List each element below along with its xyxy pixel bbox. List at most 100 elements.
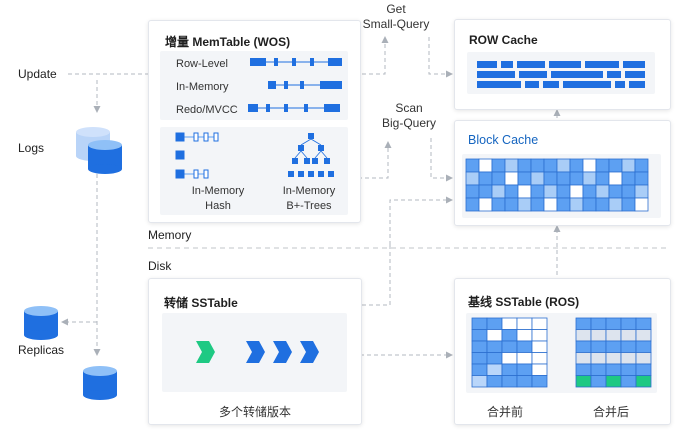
connector-arrow	[430, 138, 453, 182]
sstable-block	[590, 317, 607, 330]
cylinder-base	[88, 164, 122, 174]
sstable-block	[531, 317, 548, 330]
cache-block	[569, 197, 584, 212]
sstable-block	[590, 375, 607, 388]
after-merge-label: 合并后	[592, 405, 629, 419]
cache-block	[621, 184, 636, 199]
tree-node	[328, 171, 334, 177]
sstable-block	[486, 329, 503, 342]
dump-sstable-box	[162, 313, 347, 392]
cache-block	[556, 184, 571, 199]
sstable-block	[590, 340, 607, 353]
tree-edge	[294, 150, 302, 159]
get-query-label: Get Small-Query	[360, 2, 432, 32]
scan-label-line2: Big-Query	[381, 116, 437, 130]
row-cache-entry	[543, 81, 559, 88]
sstable-block	[516, 375, 533, 388]
sstable-block	[605, 352, 622, 365]
sstable-block	[635, 329, 652, 342]
chain-node	[274, 58, 278, 66]
btree-icon	[288, 133, 334, 177]
row-cache-entry	[607, 71, 621, 78]
sstable-block	[575, 340, 592, 353]
cache-block	[595, 158, 610, 173]
sstable-block	[486, 363, 503, 376]
before-merge-grid	[471, 317, 548, 388]
tree-node	[292, 158, 298, 164]
sstable-block	[516, 340, 533, 353]
baseline-sstable-panel: 基线 SSTable (ROS) 合并前 合并后	[454, 278, 671, 425]
sstable-block	[605, 375, 622, 388]
hash-bucket	[193, 169, 199, 179]
tree-node	[308, 133, 314, 139]
row-cache-entry	[477, 71, 515, 78]
hash-bucket	[193, 132, 199, 142]
dump-version-icon	[273, 341, 292, 363]
cache-block	[569, 184, 584, 199]
sstable-block	[471, 363, 488, 376]
cache-block	[543, 171, 558, 186]
row-cache-entry	[525, 81, 539, 88]
replica-database-icon	[24, 306, 58, 340]
sstable-block	[471, 375, 488, 388]
block-cache-title: Block Cache	[468, 133, 539, 147]
cache-block	[478, 171, 493, 186]
chain-node	[328, 58, 342, 66]
cache-block	[504, 158, 519, 173]
tree-edge	[310, 138, 322, 146]
sstable-block	[501, 317, 518, 330]
chain-node	[284, 81, 288, 89]
cache-block	[530, 197, 545, 212]
cache-block	[517, 184, 532, 199]
sstable-block	[620, 352, 637, 365]
baseline-sstable-box	[466, 313, 657, 393]
sstable-block	[620, 375, 637, 388]
cache-block	[530, 158, 545, 173]
in-memory-label: In-Memory	[176, 81, 229, 93]
cache-block	[504, 197, 519, 212]
cache-block	[582, 197, 597, 212]
cache-block	[530, 171, 545, 186]
sstable-block	[531, 375, 548, 388]
sstable-block	[516, 363, 533, 376]
tree-node	[304, 158, 310, 164]
cache-block	[465, 184, 480, 199]
sstable-block	[471, 352, 488, 365]
row-cache-entry	[551, 71, 603, 78]
dump-sstable-panel: 转储 SSTable 多个转储版本	[148, 278, 362, 425]
cylinder-base	[83, 390, 117, 400]
cache-block	[595, 171, 610, 186]
cylinder-base	[24, 330, 58, 340]
cache-block	[634, 197, 649, 212]
get-label-line1: Get	[386, 2, 406, 16]
cache-block	[517, 171, 532, 186]
memory-label: Memory	[148, 228, 192, 242]
chain-node	[248, 104, 258, 112]
row-cache-entry	[501, 61, 513, 68]
cache-block	[491, 158, 506, 173]
row-cache-bars	[477, 61, 645, 88]
row-cache-entry	[549, 61, 581, 68]
cache-block	[491, 197, 506, 212]
sstable-block	[575, 363, 592, 376]
row-cache-title: ROW Cache	[469, 33, 538, 47]
sstable-block	[590, 363, 607, 376]
sstable-block	[590, 329, 607, 342]
cache-block	[569, 158, 584, 173]
hash-label: In-Memory Hash	[178, 184, 258, 214]
chain-node	[300, 81, 304, 89]
dump-sstable-caption: 多个转储版本	[218, 405, 291, 419]
dump-version-icon	[246, 341, 265, 363]
cache-block	[504, 171, 519, 186]
tree-edge	[300, 138, 312, 146]
row-cache-entry	[519, 71, 547, 78]
sstable-block	[575, 329, 592, 342]
tree-edge	[320, 150, 328, 159]
cache-block	[556, 197, 571, 212]
sstable-block	[575, 375, 592, 388]
hash-label-line1: In-Memory	[191, 185, 245, 197]
row-chains	[248, 58, 342, 112]
cache-block	[504, 184, 519, 199]
index-graphics	[175, 132, 334, 179]
